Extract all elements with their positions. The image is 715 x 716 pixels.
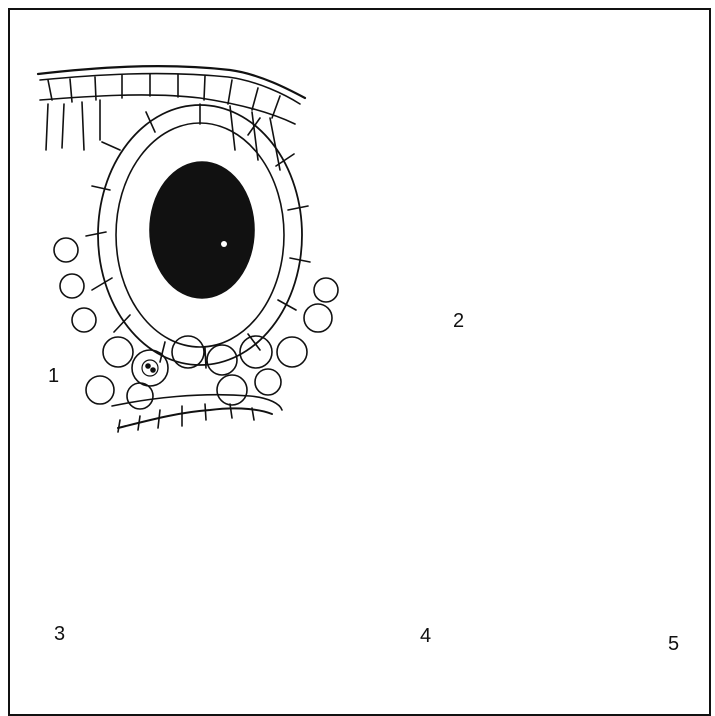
panel-1-label: 1 (48, 365, 59, 388)
panel-3-label: 3 (54, 623, 65, 646)
panel-4-label: 4 (420, 625, 431, 648)
panel-5-label: 5 (668, 633, 679, 656)
panel-1-drawing (38, 66, 338, 432)
panel-2-label: 2 (453, 310, 464, 333)
